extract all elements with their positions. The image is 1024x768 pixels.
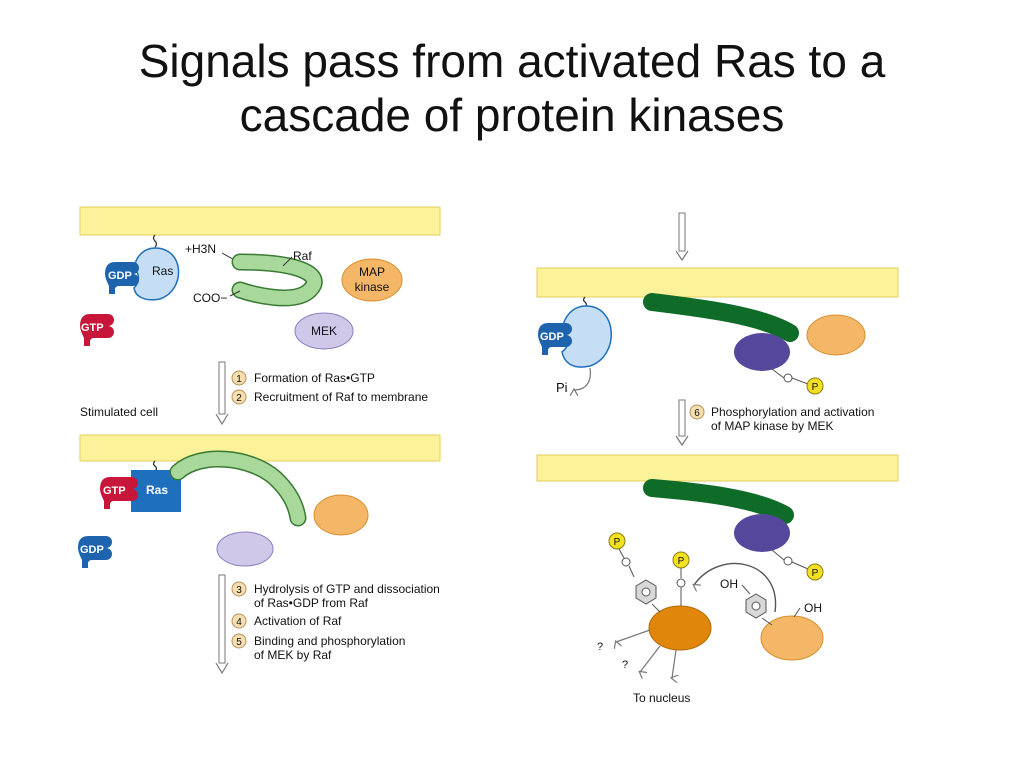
raf-active	[643, 479, 794, 524]
step-6-circle	[689, 404, 705, 420]
panel-map-kinase-active: P OH OH P P ? ? To nucleus	[536, 454, 899, 705]
question-label: ?	[597, 641, 603, 653]
map-kinase	[806, 314, 866, 356]
step-6-num: 6	[694, 408, 700, 419]
phosphate-label: P	[678, 556, 685, 567]
step-2-num: 2	[236, 393, 242, 404]
pi-label: Pi	[556, 380, 568, 395]
map-label-line2: kinase	[355, 280, 390, 294]
lipid-anchor	[152, 234, 158, 248]
title-line-1: Signals pass from activated Ras to a	[138, 35, 886, 87]
step-4-circle	[231, 613, 247, 629]
gtp-bound-shape	[100, 477, 138, 509]
coo-label: COO−	[193, 291, 227, 305]
map-kinase-active	[648, 605, 712, 651]
ras-active-label: Ras	[146, 483, 168, 497]
step-5-circle	[231, 633, 247, 649]
membrane-bar	[536, 454, 899, 482]
map-kinase	[313, 494, 369, 536]
step-6: 6 Phosphorylation and activation of MAP …	[675, 399, 874, 447]
mek-active	[734, 333, 790, 371]
membrane-bar	[536, 267, 899, 298]
gtp-label: GTP	[81, 322, 104, 334]
gdp-shape	[538, 323, 572, 355]
step-3-circle	[231, 581, 247, 597]
panel-unstimulated: Ras GDP +H3N Raf COO− MAP kinase MEK GTP	[79, 206, 441, 350]
gdp-label: GDP	[108, 270, 132, 282]
gdp-label: GDP	[540, 331, 564, 343]
raf-active	[643, 293, 799, 342]
steps-1-2: 1 Formation of Ras•GTP 2 Recruitment of …	[80, 361, 428, 426]
map-kinase-inactive	[760, 615, 824, 661]
step-3-text-line1: Hydrolysis of GTP and dissociation	[254, 582, 440, 596]
mek-protein	[294, 312, 354, 350]
gtp-shape	[80, 314, 114, 346]
phosphate	[806, 377, 824, 395]
lipid-anchor	[152, 460, 158, 472]
ras-protein	[133, 247, 180, 301]
step-1-text: Formation of Ras•GTP	[254, 371, 375, 385]
membrane-bar	[79, 206, 441, 236]
oh-label: OH	[804, 601, 822, 615]
phosphate	[806, 563, 824, 581]
step-4-text: Activation of Raf	[254, 614, 342, 628]
gdp-released-label: GDP	[80, 544, 104, 556]
step-2-text: Recruitment of Raf to membrane	[254, 390, 428, 404]
map-label-line1: MAP	[359, 265, 385, 279]
question-label: ?	[622, 659, 628, 671]
step-5-num: 5	[236, 637, 242, 648]
phosphate-label: P	[812, 382, 819, 393]
membrane-bar	[79, 434, 441, 462]
panel-raf-mek-active: GDP Pi P	[536, 212, 899, 395]
step-3-text-line2: of Ras•GDP from Raf	[254, 596, 369, 610]
step-1-num: 1	[236, 374, 242, 385]
step-4-num: 4	[236, 617, 242, 628]
map-kinase	[341, 258, 403, 302]
step-3-num: 3	[236, 585, 242, 596]
gdp-shape	[105, 262, 139, 294]
step-1-circle	[231, 370, 247, 386]
steps-3-5: 3 Hydrolysis of GTP and dissociation of …	[215, 574, 440, 675]
page-title: Signals pass from activated Ras to a cas…	[0, 34, 1024, 142]
mek-active	[734, 514, 790, 552]
gtp-bound-label: GTP	[103, 485, 126, 497]
stimulated-cell-label: Stimulated cell	[80, 405, 158, 419]
to-nucleus-label: To nucleus	[633, 691, 690, 705]
step-2-circle	[231, 389, 247, 405]
mek-label: MEK	[311, 324, 337, 338]
phosphate-label: P	[614, 537, 621, 548]
panel-ras-gtp-raf: Ras GTP GDP	[78, 434, 441, 568]
activation-arrow	[694, 562, 777, 613]
ras-protein	[561, 305, 613, 368]
oh-label: OH	[720, 577, 738, 591]
gdp-released-shape	[78, 536, 112, 568]
ras-label: Ras	[152, 264, 173, 278]
step-5-text-line1: Binding and phosphorylation	[254, 634, 405, 648]
phosphate	[608, 532, 626, 550]
step-6-text-line2: of MAP kinase by MEK	[711, 419, 834, 433]
step-6-text-line1: Phosphorylation and activation	[711, 405, 874, 419]
title-line-2: cascade of protein kinases	[239, 89, 785, 141]
step-5-text-line2: of MEK by Raf	[254, 648, 332, 662]
raf-label: Raf	[293, 249, 312, 263]
mek-protein	[216, 531, 274, 567]
phosphate-label: P	[812, 568, 819, 579]
h3n-label: +H3N	[185, 242, 216, 256]
